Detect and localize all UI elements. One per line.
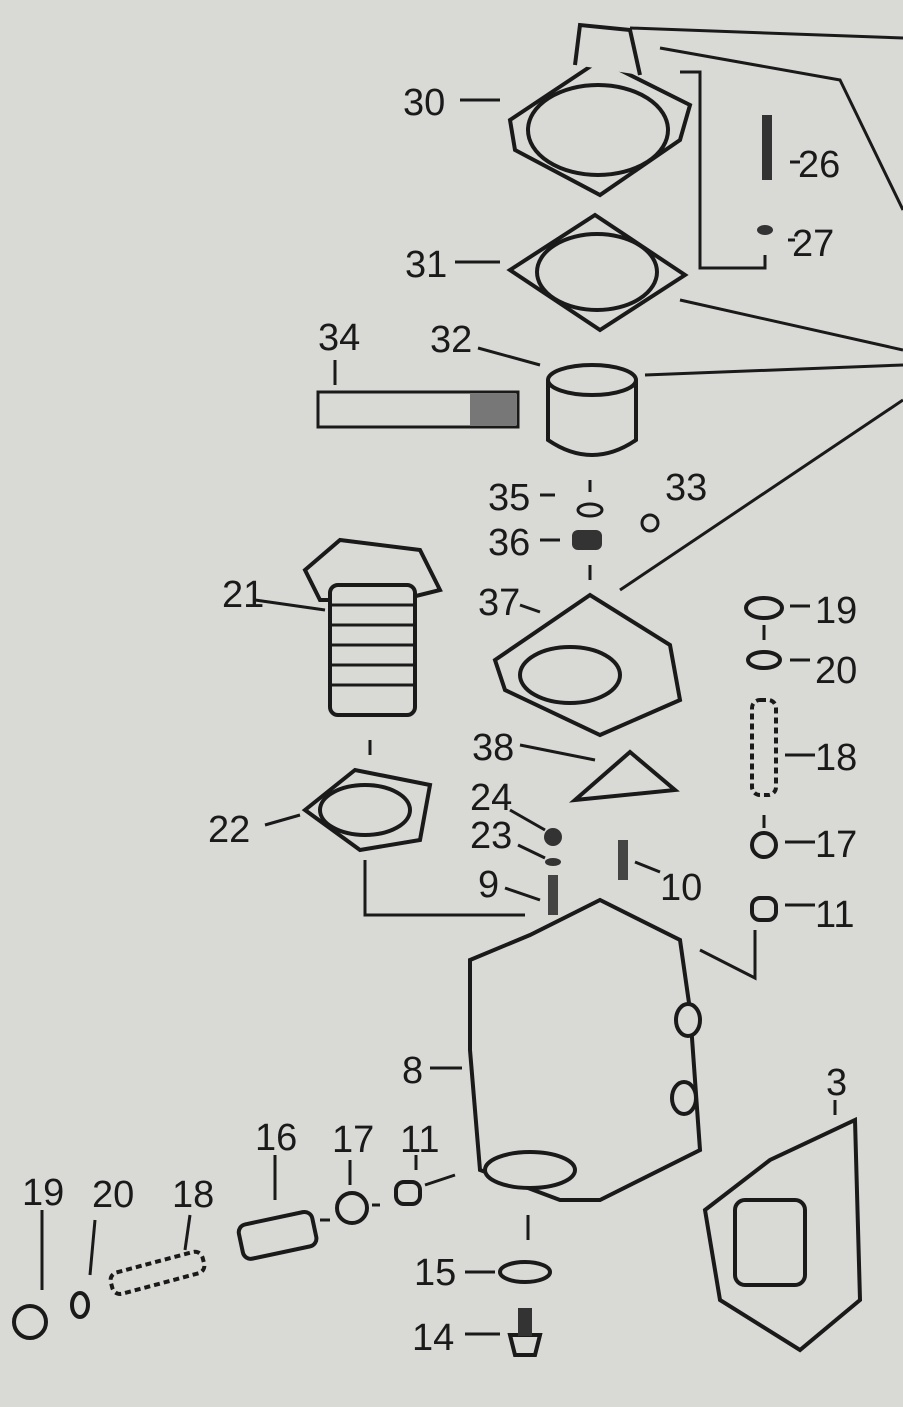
label-11-right: 11 [815,894,854,936]
label-11-bottom: 11 [400,1119,439,1161]
label-24: 24 [470,777,512,819]
label-36: 36 [488,522,530,564]
part-21-filter-element [302,537,443,717]
label-8: 8 [402,1050,423,1092]
part-16-valve-sleeve [236,1209,319,1261]
part-11-valve-right [750,896,778,922]
part-31-gasket [506,212,689,333]
part-22-gasket [301,767,433,853]
part-26-bolt [762,115,772,180]
part-18-spring-right [750,698,778,797]
label-3: 3 [826,1062,847,1104]
label-20-bottom: 20 [92,1174,134,1216]
label-34: 34 [318,317,360,359]
part-17-ball-right [750,831,778,859]
part-30-cover [507,22,693,198]
label-18-right: 18 [815,737,857,779]
label-20-right: 20 [815,650,857,692]
label-23: 23 [470,815,512,857]
label-31: 31 [405,244,447,286]
label-32: 32 [430,319,472,361]
label-9: 9 [478,864,499,906]
label-27: 27 [792,223,834,265]
leader-lines [40,98,837,1336]
label-22: 22 [208,809,250,851]
part-17-ball-bottom [335,1191,369,1225]
part-37-housing [492,592,683,738]
part-20-washer-bottom [70,1291,90,1319]
label-37: 37 [478,582,520,624]
label-33: 33 [665,467,707,509]
part-8-filter-body [468,897,703,1202]
part-24-nut [544,828,562,846]
part-10-stud [618,840,628,880]
part-38-plate [568,749,680,803]
part-23-washer [545,858,561,866]
part-11-valve-bottom [394,1180,422,1206]
label-10: 10 [660,867,702,909]
part-19-cap-right [744,596,784,620]
label-17-right: 17 [815,824,857,866]
part-34-filter-strip [316,390,520,429]
label-26: 26 [798,144,840,186]
part-15-washer [498,1260,552,1284]
part-20-washer-right [746,650,782,670]
part-36-nut [572,530,602,550]
part-3-gasket [702,1116,863,1353]
part-27-washer [757,225,773,235]
label-14: 14 [412,1317,454,1359]
label-17-bottom: 17 [332,1119,374,1161]
label-18-bottom: 18 [172,1174,214,1216]
part-33-nut [640,513,660,533]
assembly-callout-lines [363,26,903,981]
label-30: 30 [403,82,445,124]
label-19-bottom: 19 [22,1172,64,1214]
part-19-cap-bottom [12,1304,48,1340]
label-15: 15 [414,1252,456,1294]
part-35-washer [576,502,604,518]
part-14-drain-plug [507,1308,543,1357]
label-35: 35 [488,477,530,519]
part-9-stud [548,875,558,915]
label-21: 21 [222,574,264,616]
label-38: 38 [472,727,514,769]
label-19-right: 19 [815,590,857,632]
part-18-spring-bottom [108,1249,207,1296]
label-16: 16 [255,1117,297,1159]
part-labels: 30 26 27 31 34 32 35 33 36 21 37 19 20 1… [22,82,857,1359]
part-32-cup [546,363,638,457]
